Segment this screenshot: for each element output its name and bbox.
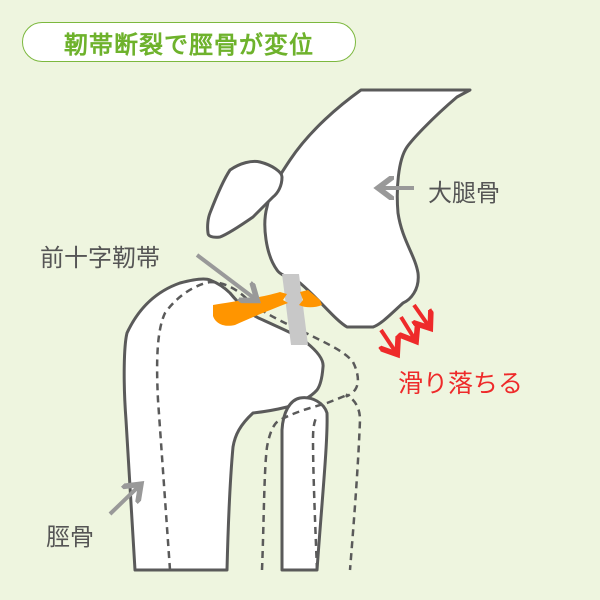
acl-remnant: [282, 274, 308, 345]
acl-torn-lower: [213, 292, 288, 326]
acl-pointer-arrow: [195, 253, 254, 298]
label-acl: 前十字靭帯: [40, 244, 160, 272]
fibula-bone: [280, 396, 329, 572]
label-femur: 大腿骨: [428, 179, 500, 207]
patella-bone: [206, 159, 284, 239]
acl-torn-upper: [299, 290, 322, 308]
slide-arrows: [381, 303, 428, 351]
label-slide: 滑り落ちる: [398, 369, 524, 398]
slide-arrow-icon: [401, 315, 414, 338]
label-tibia: 脛骨: [46, 523, 94, 551]
tibia-pointer-arrow: [108, 487, 138, 516]
title-banner: 靭帯断裂で脛骨が変位: [22, 22, 356, 62]
slide-arrow-icon: [381, 328, 395, 351]
slide-arrow-icon: [414, 303, 428, 325]
displaced-outline: [155, 280, 362, 571]
